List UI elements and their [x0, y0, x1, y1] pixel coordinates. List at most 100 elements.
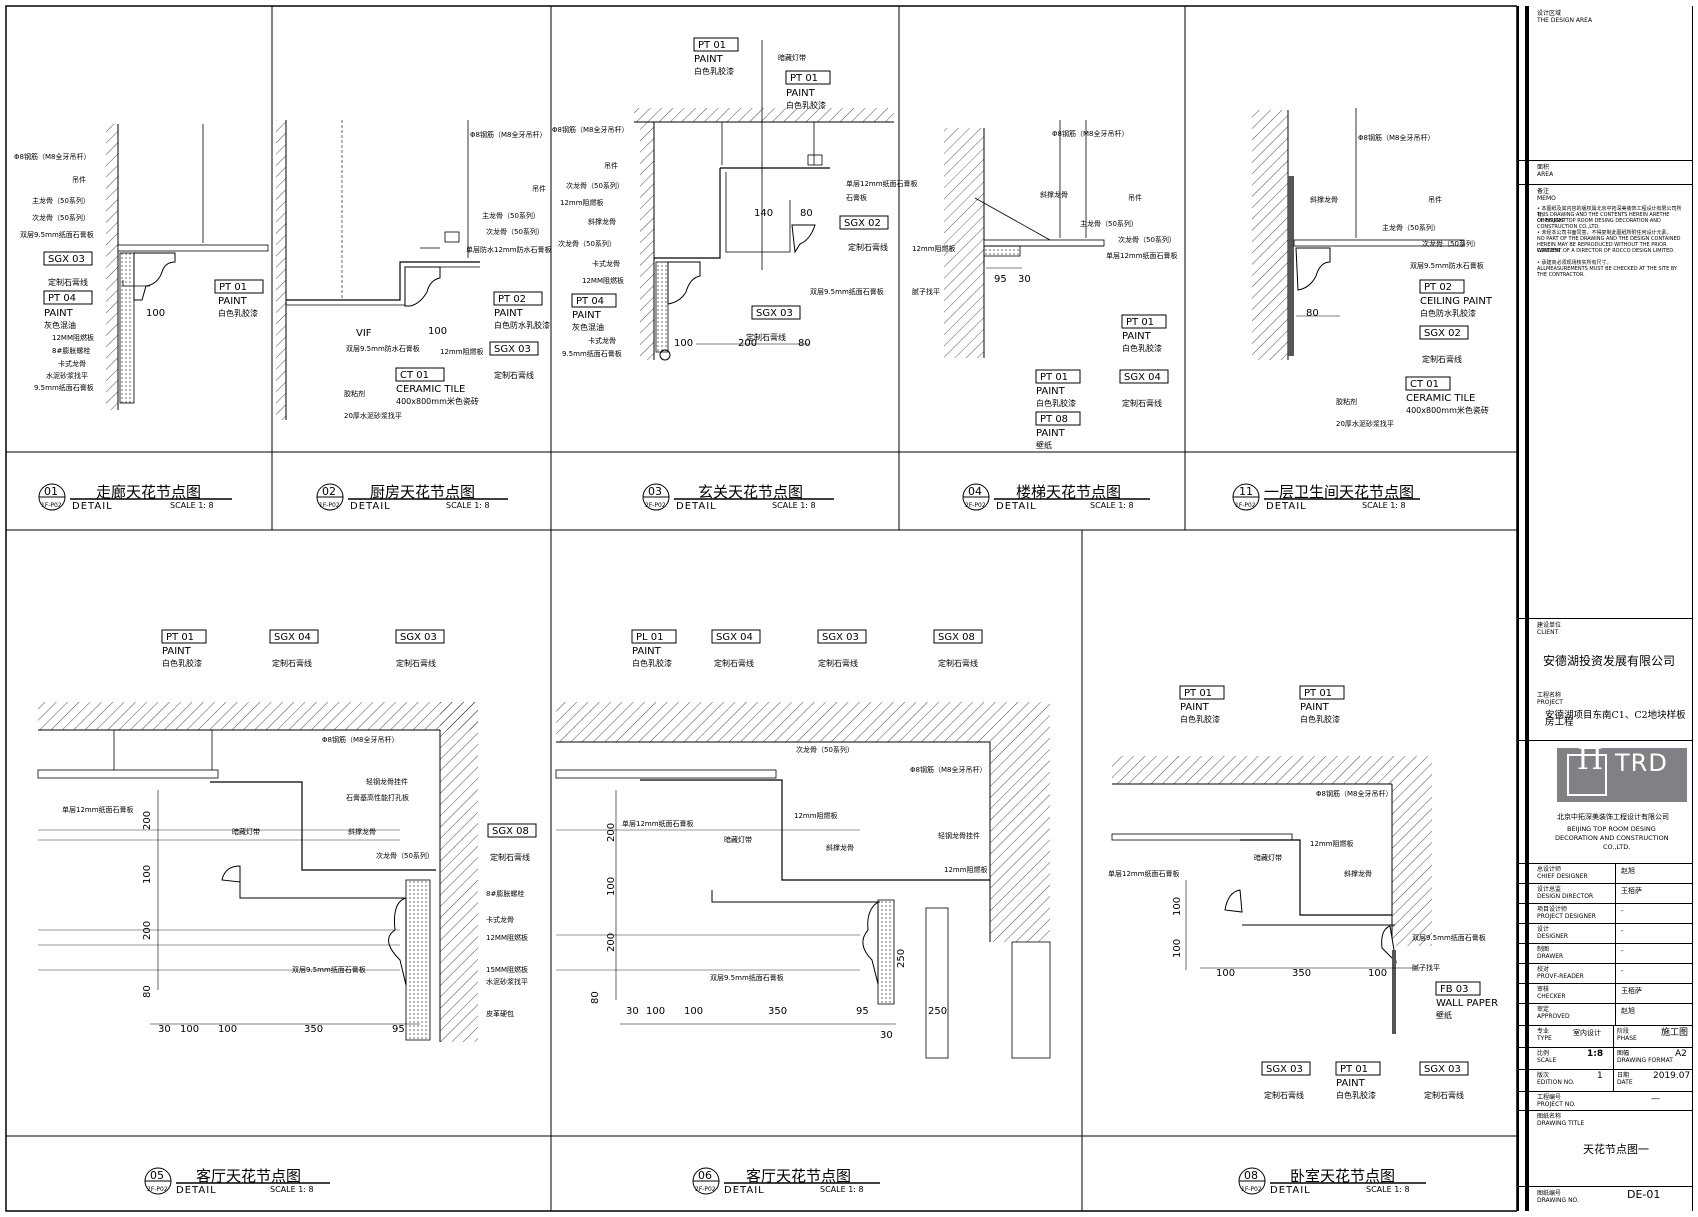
memo-line-5: NO PART OF THE DRAWING AND THE DESIGN CO… [1537, 236, 1681, 242]
note-single-gypsum-d04: 单层12mm纸面石膏板 [1106, 251, 1178, 260]
note-fire-board-d01: 12MM阻燃板 [52, 333, 94, 342]
dim-80-d05: 80 [142, 985, 153, 998]
note-glue-d11: 胶粘剂 [1336, 397, 1357, 406]
note-sub-keel-d03b: 次龙骨（50系列） [558, 239, 616, 248]
note-diag-keel-d11: 斜撑龙骨 [1310, 195, 1338, 204]
tag-sgx04-d05: SGX 04 [274, 632, 311, 643]
note-rod-d01: Φ8钢筋（M8全牙吊杆） [14, 152, 90, 161]
dim-100-d06b: 100 [684, 1006, 703, 1017]
title-block: 设计区域 THE DESIGN AREA 面积 AREA 备注 MEMO • 本… [1517, 6, 1693, 1211]
detail-11-ref: 1F-P02 [1235, 502, 1256, 509]
note-mortar20-d02: 20厚水泥砂浆找平 [344, 411, 402, 420]
dim-30-d06a: 30 [626, 1006, 639, 1017]
note-double-gypsum-d01: 双层9.5mm纸面石膏板 [20, 230, 94, 239]
memo-line-4: • 未经本公司书面同意，不得复制此图纸所附任何设计元素。 [1537, 230, 1672, 236]
dim-95-d04: 95 [994, 274, 1007, 285]
dim-80-d03a: 80 [800, 208, 813, 219]
tag-paint-d01a: PAINT [44, 308, 74, 319]
tag-pt01-d04a: PT 01 [1126, 317, 1154, 328]
dim-100-d06a: 100 [646, 1006, 665, 1017]
tag-paint-d08a: PAINT [1180, 702, 1210, 713]
note-fire-board-d06b: 12mm阻燃板 [944, 865, 988, 874]
area-label-en: AREA [1537, 171, 1554, 178]
detail-04-title: 楼梯天花节点图 [1016, 483, 1121, 501]
note-fire-board-d03: 12mm阻燃板 [560, 198, 604, 207]
date-value: 2019.07 [1653, 1071, 1691, 1081]
dim-100-d05c: 100 [142, 865, 153, 884]
note-fire-board-d08: 12mm阻燃板 [1310, 839, 1354, 848]
role-3-cn: 设计 [1537, 926, 1550, 933]
date-label: 日期 [1617, 1072, 1630, 1079]
detail-03-title: 玄关天花节点图 [698, 483, 803, 501]
tag-ct01-d11: CT 01 [1410, 379, 1439, 390]
note-gypsum-board-d03: 石膏板 [846, 193, 867, 202]
tag-sgx03-d06: SGX 03 [822, 632, 859, 643]
tag-paint-d04c: PAINT [1036, 428, 1066, 439]
memo-label: 备注 [1537, 188, 1550, 195]
tag-pt01-d08b: PT 01 [1304, 688, 1332, 699]
note-double-waterproof-d11: 双层9.5mm防水石膏板 [1410, 261, 1484, 270]
tag-paint-d05: PAINT [162, 646, 192, 657]
note-sub-keel-d01: 次龙骨（50系列） [32, 213, 90, 222]
company-logo: Π TRD [1557, 745, 1687, 802]
detail-05-label: DETAIL [176, 1185, 217, 1196]
dim-100-d02: 100 [428, 326, 447, 337]
detail-04-label: DETAIL [996, 501, 1037, 512]
note-custom-plaster-d04: 定制石膏线 [1122, 398, 1162, 408]
note-waterproof-latex-d11: 白色防水乳胶漆 [1420, 308, 1476, 318]
note-custom-plaster-d06b: 定制石膏线 [818, 658, 858, 668]
detail-03-scale: SCALE 1: 8 [772, 501, 816, 510]
role-7-value: 赵旭 [1621, 1007, 1635, 1015]
note-latex-d08a: 白色乳胶漆 [1180, 714, 1220, 724]
detail-11-num: 11 [1239, 485, 1253, 498]
detail-titles: 01 1F-P02 走廊天花节点图 DETAIL SCALE 1: 8 02 1… [38, 483, 1426, 1196]
role-6-value: 王栢萨 [1621, 987, 1642, 995]
format-value: A2 [1675, 1049, 1687, 1059]
note-custom-plaster-d01: 定制石膏线 [48, 277, 88, 287]
company-name-en-3: CO.,LTD. [1603, 843, 1631, 851]
tag-sgx03-d05: SGX 03 [400, 632, 437, 643]
detail-02-drawing [276, 120, 480, 420]
tag-paint-d04b: PAINT [1036, 386, 1066, 397]
detail-03-drawing [634, 40, 894, 361]
note-hanger-d11: 吊件 [1428, 195, 1442, 204]
note-sub-keel-d02: 次龙骨（50系列） [486, 227, 544, 236]
note-custom-plaster-d06a: 定制石膏线 [714, 658, 754, 668]
detail-11-title: 一层卫生间天花节点图 [1264, 483, 1414, 501]
note-waterproof-latex-d02: 白色防水乳胶漆 [494, 320, 550, 330]
dim-250-d06b: 250 [896, 949, 907, 968]
dim-30-d06b: 30 [880, 1030, 893, 1041]
note-wallpaper-d04: 壁纸 [1036, 440, 1052, 450]
note-latex-d08b: 白色乳胶漆 [1300, 714, 1340, 724]
dim-100-d08d: 100 [1172, 939, 1183, 958]
tag-sgx08-d06: SGX 08 [938, 632, 975, 643]
detail-08-num: 08 [1244, 1169, 1258, 1182]
role-5-value: - [1621, 967, 1624, 975]
memo-line-1: • 本图纸及其内容的版权属北京中拓深美装饰工程设计有限公司所有。 [1537, 206, 1682, 218]
note-custom-plaster-d06c: 定制石膏线 [938, 658, 978, 668]
note-custom-plaster-d11: 定制石膏线 [1422, 354, 1462, 364]
note-diag-keel-d05: 斜撑龙骨 [348, 827, 376, 836]
note-rod-d04: Φ8钢筋（M8全牙吊杆） [1052, 129, 1128, 138]
dim-95-d05: 95 [392, 1024, 405, 1035]
drawing-sheet: SGX 03 定制石膏线 PT 04 PAINT 灰色混油 12MM阻燃板 8#… [5, 5, 1517, 1212]
note-gray-oil-d01: 灰色混油 [44, 320, 76, 330]
note-mortar-d01: 水泥砂浆找平 [46, 371, 88, 380]
detail-06-drawing [555, 702, 1051, 1059]
detail-04-num: 04 [968, 485, 982, 498]
note-fire-board-d02: 12mm阻燃板 [440, 347, 484, 356]
tag-paint-d06: PAINT [632, 646, 662, 657]
note-glue-d02: 胶粘剂 [344, 389, 365, 398]
note-hanger-d03: 吊件 [604, 161, 618, 170]
note-custom-plaster-d05b: 定制石膏线 [396, 658, 436, 668]
dim-100-d05b: 100 [218, 1024, 237, 1035]
memo-line-8: • 承建商必须现场核实所有尺寸。 [1537, 260, 1612, 266]
tag-sgx08-d05: SGX 08 [492, 826, 529, 837]
detail-04-scale: SCALE 1: 8 [1090, 501, 1134, 510]
note-tile-d11: 400x800mm米色瓷砖 [1406, 405, 1489, 415]
note-latex-d01: 白色乳胶漆 [218, 308, 258, 318]
company-name-cn: 北京中拓深美装饰工程设计有限公司 [1557, 813, 1669, 821]
role-4-en: DRAWER [1537, 953, 1564, 960]
format-label-en: DRAWING FORMAT [1617, 1057, 1673, 1064]
role-0-cn: 总设计师 [1537, 866, 1562, 873]
